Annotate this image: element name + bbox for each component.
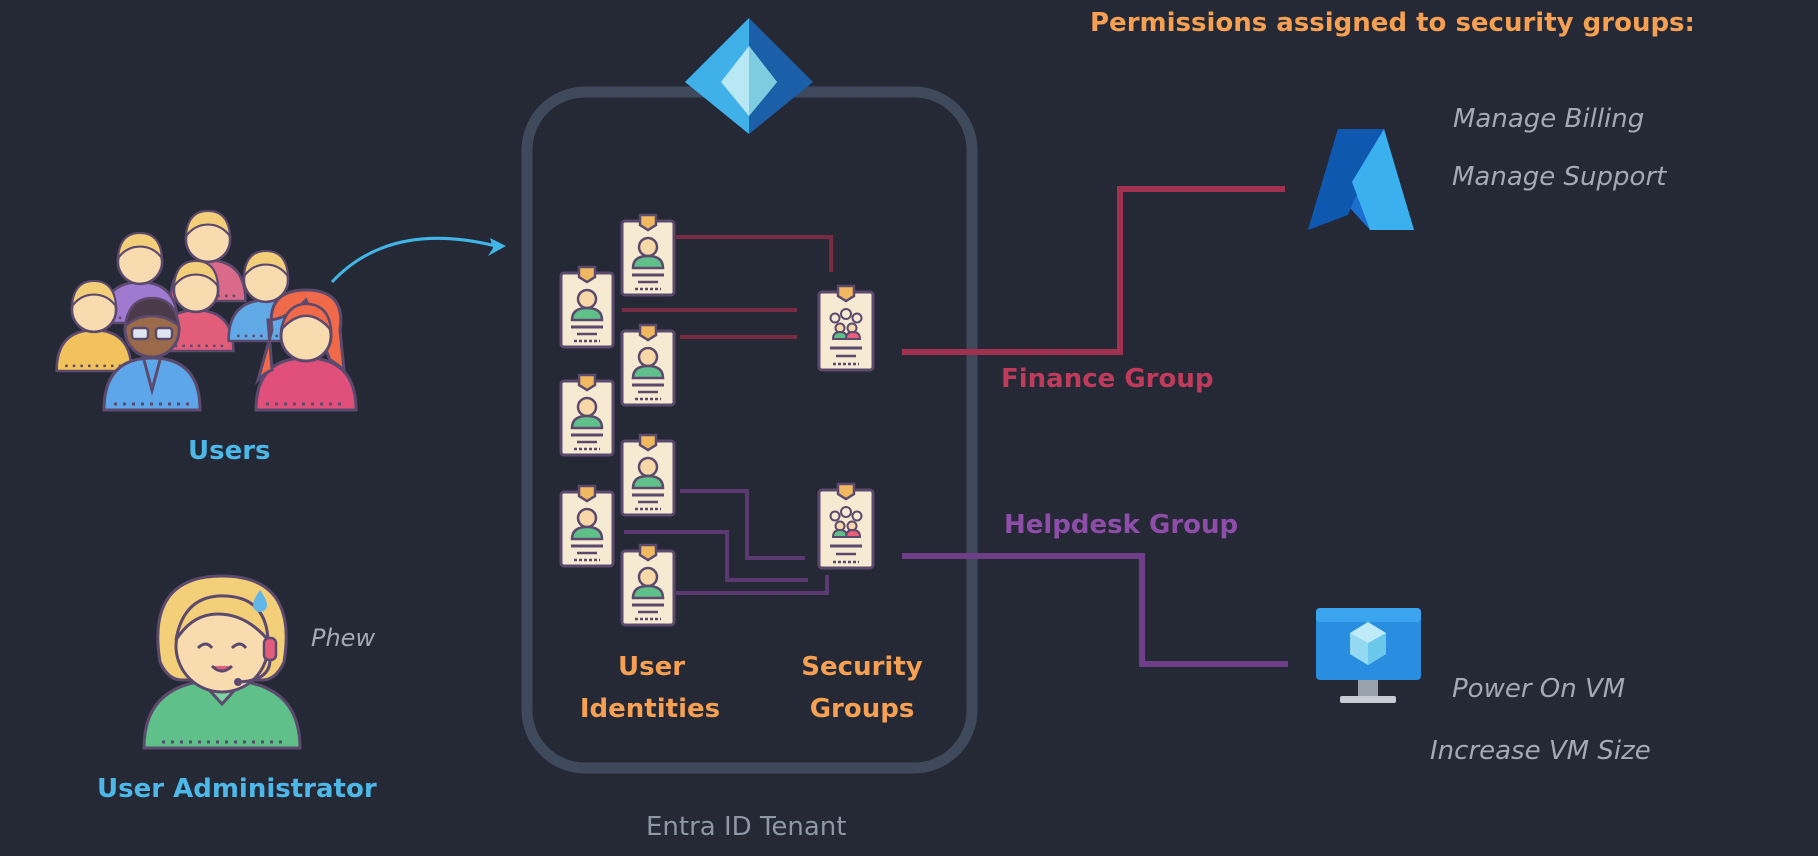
users-group-icon bbox=[55, 209, 358, 412]
tenant-label: Entra ID Tenant bbox=[646, 812, 847, 842]
permission-manage-support: Manage Support bbox=[1452, 162, 1667, 192]
permission-power-on-vm: Power On VM bbox=[1452, 674, 1626, 704]
helpdesk-link bbox=[902, 553, 1288, 667]
identities-label-line1: User bbox=[618, 652, 686, 682]
finance-group-label: Finance Group bbox=[1001, 364, 1214, 394]
permission-manage-billing: Manage Billing bbox=[1453, 104, 1645, 134]
id-badge-icon bbox=[620, 323, 676, 407]
entra-id-icon bbox=[685, 18, 813, 134]
groups-label-line2: Groups bbox=[809, 694, 915, 724]
id-badge-icon bbox=[620, 213, 676, 297]
user-identities bbox=[559, 213, 676, 627]
azure-logo-icon bbox=[1308, 129, 1414, 230]
id-badge-icon bbox=[559, 373, 615, 457]
admin-label: User Administrator bbox=[97, 774, 377, 804]
arrow-connector bbox=[330, 236, 506, 284]
identities-label-line2: Identities bbox=[579, 694, 721, 724]
support-agent-icon bbox=[142, 574, 302, 750]
id-badge-icon bbox=[620, 543, 676, 627]
helpdesk-connections bbox=[624, 489, 829, 595]
group-badge-icon bbox=[817, 284, 875, 372]
group-badge-icon bbox=[817, 482, 875, 570]
id-badge-icon bbox=[559, 265, 615, 349]
permission-increase-vm-size: Increase VM Size bbox=[1430, 736, 1651, 766]
virtual-machine-icon bbox=[1316, 608, 1421, 703]
finance-connections bbox=[622, 235, 833, 339]
id-badge-icon bbox=[620, 433, 676, 517]
page-title: Permissions assigned to security groups: bbox=[1090, 8, 1695, 38]
helpdesk-group-label: Helpdesk Group bbox=[1004, 510, 1239, 540]
groups-label-line1: Security bbox=[801, 652, 923, 682]
id-badge-icon bbox=[559, 484, 615, 568]
admin-remark: Phew bbox=[311, 624, 376, 652]
finance-link bbox=[902, 186, 1285, 355]
users-label: Users bbox=[188, 436, 271, 466]
